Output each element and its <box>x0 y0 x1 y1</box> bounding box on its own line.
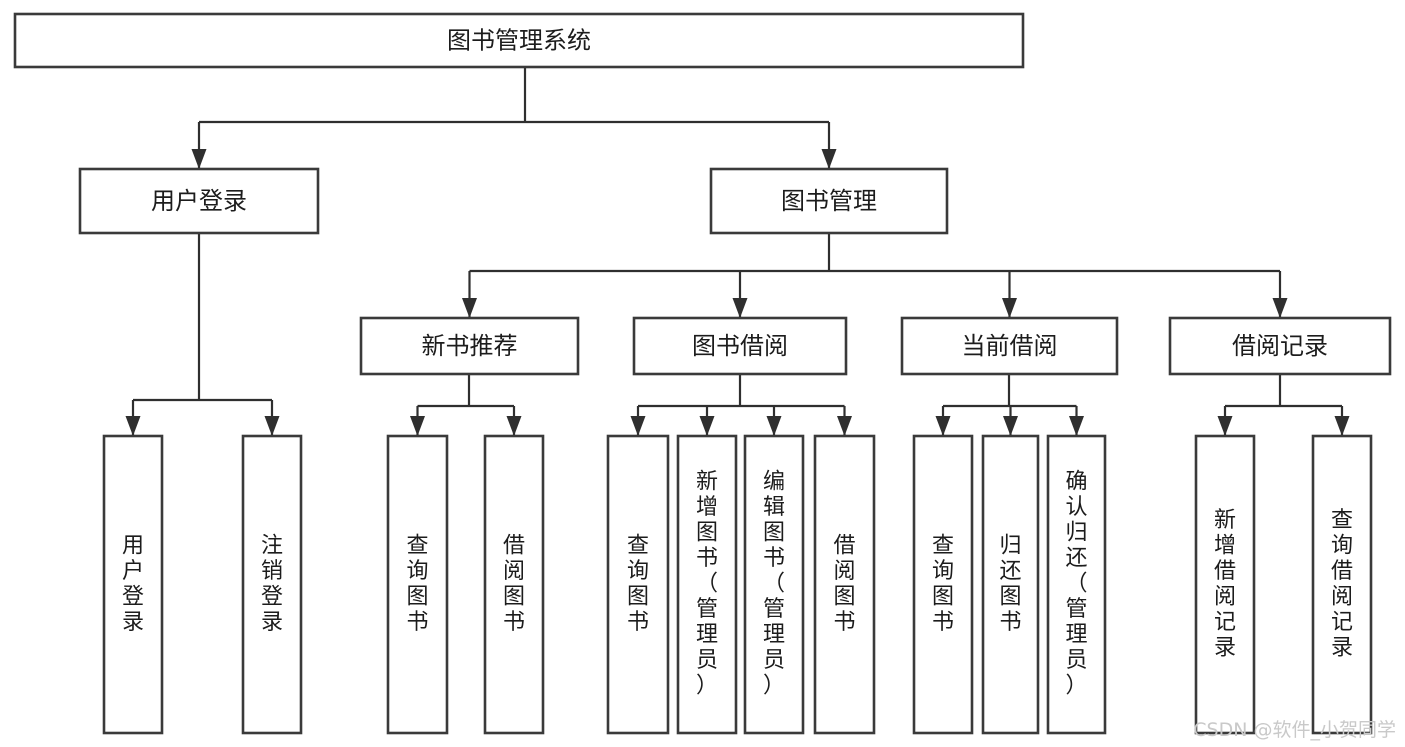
arrow-head-icon <box>191 149 207 169</box>
edge-group-l3_2 <box>935 374 1084 436</box>
node-label: 查询图书 <box>406 533 428 635</box>
node-leaf_5[interactable]: 新增图书（管理员） <box>676 434 738 735</box>
node-box[interactable] <box>241 434 303 735</box>
node-label: 当前借阅 <box>962 332 1058 360</box>
node-leaf_11[interactable]: 新增借阅记录 <box>1194 434 1256 735</box>
arrow-head-icon <box>1003 416 1018 436</box>
node-leaf_4[interactable]: 查询图书 <box>606 434 670 735</box>
node-box[interactable] <box>1311 434 1373 735</box>
node-label: 新增图书（管理员） <box>696 470 718 699</box>
node-box[interactable] <box>813 434 876 735</box>
node-label: 查询借阅记录 <box>1331 508 1353 661</box>
arrow-head-icon <box>1334 416 1350 436</box>
node-box[interactable] <box>102 434 164 735</box>
node-root[interactable]: 图书管理系统 <box>13 12 1025 69</box>
node-label: 查询图书 <box>627 533 649 635</box>
node-label: 编辑图书（管理员） <box>763 470 785 699</box>
node-leaf_0[interactable]: 用户登录 <box>102 434 164 735</box>
arrow-head-icon <box>766 416 782 436</box>
arrow-head-icon <box>1272 298 1288 318</box>
edge-group-l3_0 <box>410 374 522 436</box>
node-leaf_6[interactable]: 编辑图书（管理员） <box>743 434 805 735</box>
node-label: 新书推荐 <box>422 332 518 360</box>
node-box[interactable] <box>743 434 805 735</box>
node-box[interactable] <box>1046 434 1107 735</box>
arrow-head-icon <box>506 416 522 436</box>
node-box[interactable] <box>676 434 738 735</box>
node-label: 借阅图书 <box>833 533 855 635</box>
node-l3_3[interactable]: 借阅记录 <box>1168 316 1392 376</box>
node-leaf_8[interactable]: 查询图书 <box>912 434 974 735</box>
node-label: 注销登录 <box>261 533 283 635</box>
node-label: 归还图书 <box>999 533 1021 635</box>
node-label: 查询图书 <box>932 533 954 635</box>
node-leaf_2[interactable]: 查询图书 <box>386 434 449 735</box>
node-box[interactable] <box>900 316 1119 376</box>
node-box[interactable] <box>632 316 848 376</box>
node-label: 图书管理系统 <box>447 27 591 55</box>
node-box[interactable] <box>981 434 1040 735</box>
node-box[interactable] <box>359 316 580 376</box>
node-l3_0[interactable]: 新书推荐 <box>359 316 580 376</box>
node-label: 用户登录 <box>122 533 144 635</box>
arrow-head-icon <box>837 416 852 436</box>
arrow-head-icon <box>410 416 425 436</box>
node-label: 新增借阅记录 <box>1214 508 1236 661</box>
node-leaf_12[interactable]: 查询借阅记录 <box>1311 434 1373 735</box>
node-box[interactable] <box>483 434 545 735</box>
node-box[interactable] <box>912 434 974 735</box>
arrow-head-icon <box>630 416 646 436</box>
node-box[interactable] <box>78 167 320 235</box>
node-box[interactable] <box>13 12 1025 69</box>
edge-group-l3_3 <box>1217 374 1350 436</box>
arrow-head-icon <box>699 416 715 436</box>
node-leaf_10[interactable]: 确认归还（管理员） <box>1046 434 1107 735</box>
arrow-head-icon <box>125 416 141 436</box>
arrow-head-icon <box>732 298 748 318</box>
node-label: 用户登录 <box>151 187 247 215</box>
node-leaf_3[interactable]: 借阅图书 <box>483 434 545 735</box>
csdn-watermark: CSDN @软件_小贺同学 <box>1193 719 1396 741</box>
arrow-head-icon <box>1217 416 1233 436</box>
node-l3_1[interactable]: 图书借阅 <box>632 316 848 376</box>
node-l2_0[interactable]: 用户登录 <box>78 167 320 235</box>
node-label: 确认归还（管理员） <box>1065 470 1087 699</box>
arrow-head-icon <box>1069 416 1084 436</box>
node-label: 图书管理 <box>781 187 877 215</box>
edge-group-root <box>191 67 837 169</box>
node-label: 借阅记录 <box>1232 332 1328 360</box>
node-box[interactable] <box>709 167 949 235</box>
node-label: 图书借阅 <box>692 332 788 360</box>
node-box[interactable] <box>1168 316 1392 376</box>
node-box[interactable] <box>1194 434 1256 735</box>
node-leaf_9[interactable]: 归还图书 <box>981 434 1040 735</box>
node-label: 借阅图书 <box>503 533 525 635</box>
node-l2_1[interactable]: 图书管理 <box>709 167 949 235</box>
node-layer: 图书管理系统用户登录图书管理新书推荐图书借阅当前借阅借阅记录用户登录注销登录查询… <box>13 12 1392 735</box>
edge-group-l2_0 <box>125 233 280 436</box>
node-l3_2[interactable]: 当前借阅 <box>900 316 1119 376</box>
node-leaf_7[interactable]: 借阅图书 <box>813 434 876 735</box>
node-leaf_1[interactable]: 注销登录 <box>241 434 303 735</box>
edge-group-l3_1 <box>630 374 852 436</box>
arrow-head-icon <box>264 416 280 436</box>
arrow-head-icon <box>935 416 951 436</box>
arrow-head-icon <box>821 149 837 169</box>
edge-group-l2_1 <box>462 233 1288 318</box>
node-box[interactable] <box>386 434 449 735</box>
connector-layer <box>125 67 1350 436</box>
node-box[interactable] <box>606 434 670 735</box>
arrow-head-icon <box>462 298 477 318</box>
arrow-head-icon <box>1002 298 1017 318</box>
